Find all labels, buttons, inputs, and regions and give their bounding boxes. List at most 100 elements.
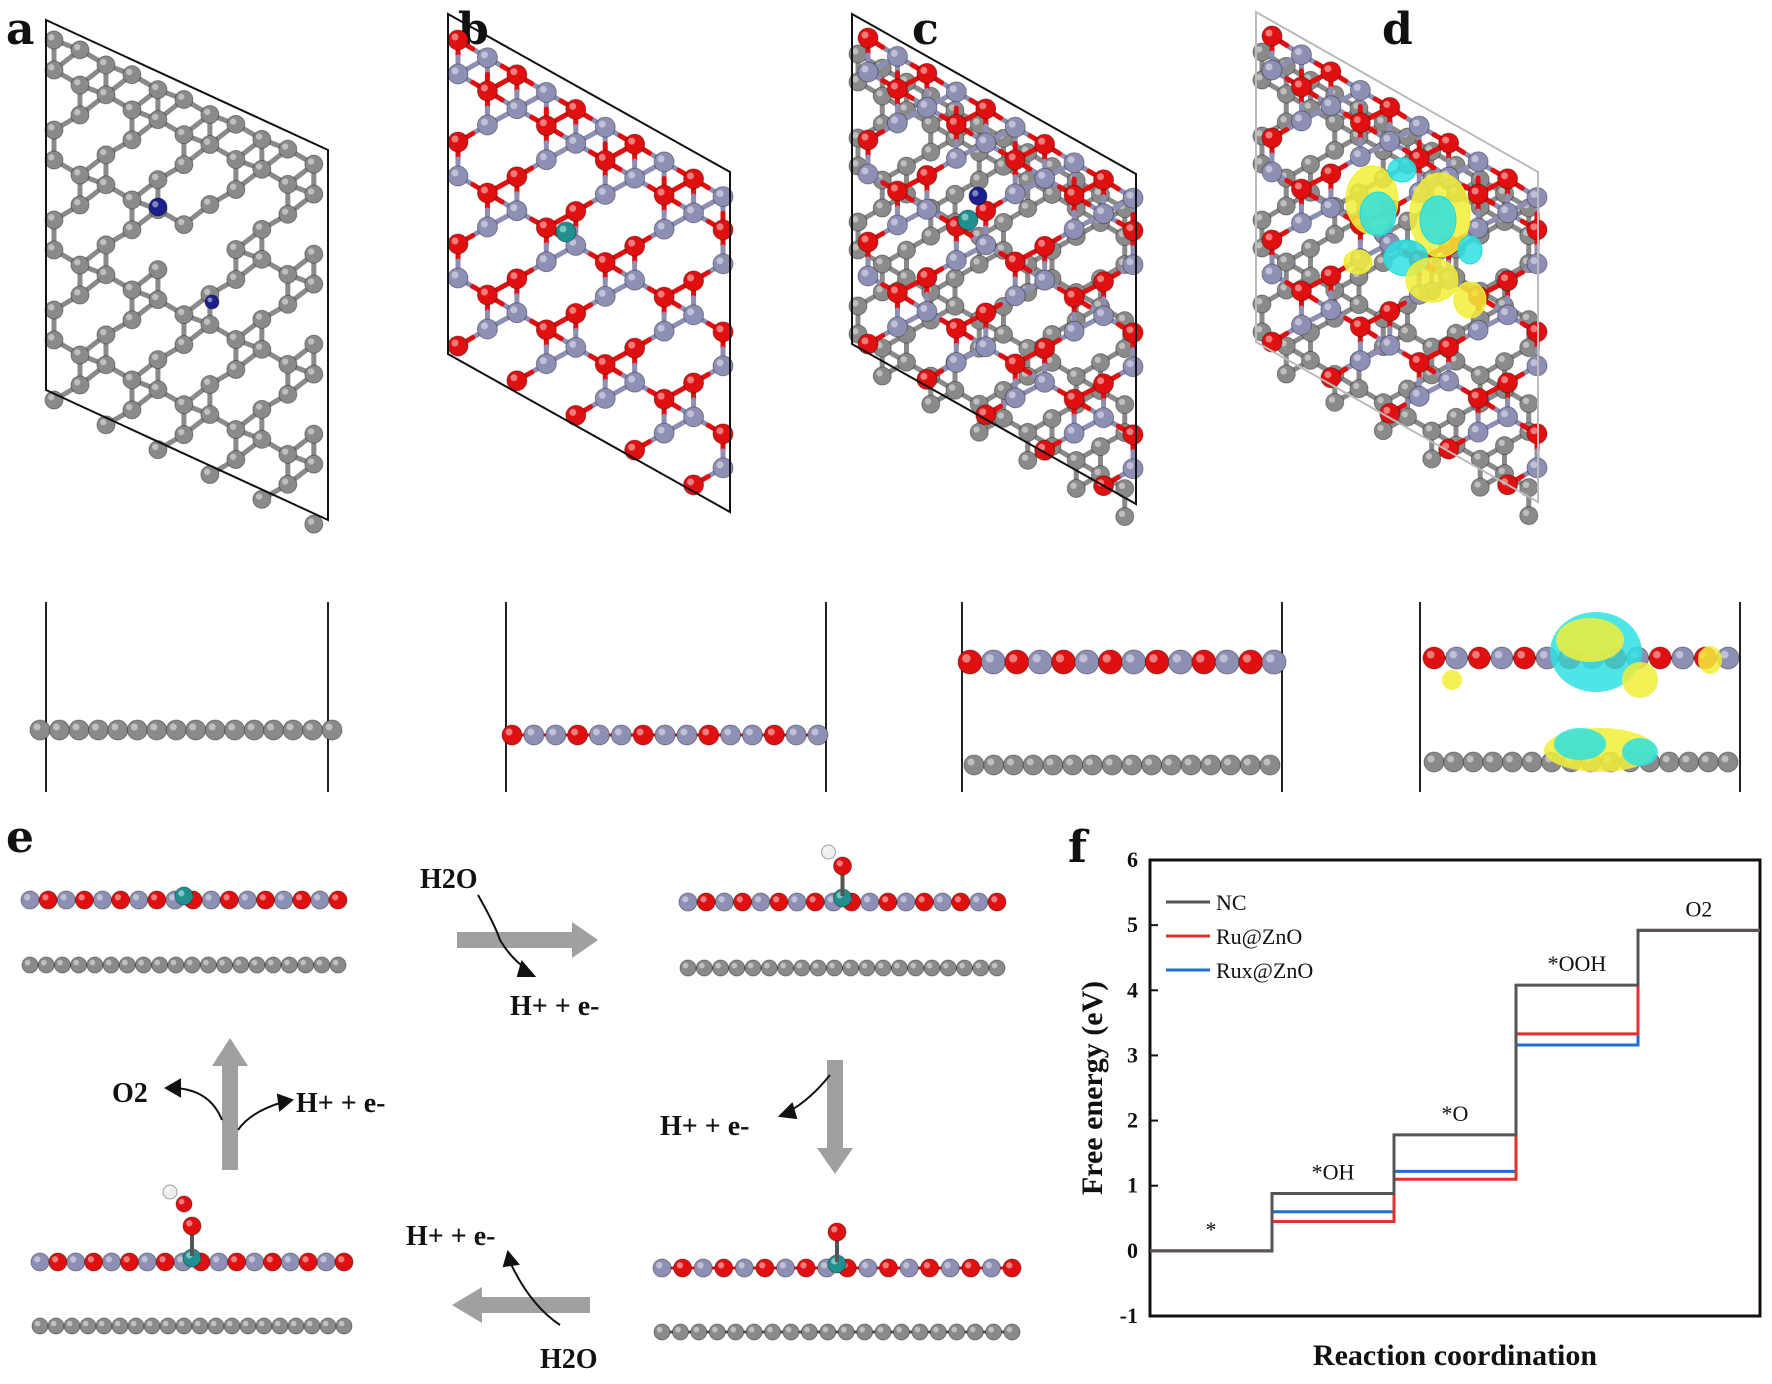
atom <box>1373 421 1393 441</box>
atom-highlight <box>322 1320 329 1327</box>
ruthenium-atom <box>174 886 194 906</box>
atom <box>447 335 469 357</box>
atom-highlight <box>277 894 285 901</box>
cycle-state-bare <box>20 886 348 974</box>
atom <box>200 405 220 425</box>
atom <box>1101 754 1123 776</box>
atom <box>174 425 194 445</box>
atom-highlight <box>949 300 956 307</box>
atom-highlight <box>126 313 133 321</box>
atom-highlight <box>682 896 689 903</box>
atom-highlight <box>48 244 55 251</box>
atom <box>858 959 876 977</box>
atom <box>1066 366 1086 386</box>
adsorbate-oxygen-highlight <box>836 860 843 867</box>
atom-highlight <box>204 138 211 145</box>
atom-highlight <box>861 337 869 345</box>
label-proton-right: H+ + e- <box>660 1111 749 1142</box>
structure-ru-zno-side-view <box>501 602 829 792</box>
atom-highlight <box>997 216 1004 223</box>
atom <box>856 1323 874 1341</box>
atom <box>805 892 825 912</box>
step-label: *OOH <box>1548 951 1607 976</box>
atom-highlight <box>1046 328 1053 335</box>
atom-highlight <box>1412 355 1420 363</box>
atom-highlight <box>991 962 998 969</box>
atom <box>1122 356 1144 378</box>
x-axis-title: Reaction coordination <box>1313 1339 1597 1372</box>
atom-highlight <box>975 962 982 969</box>
atom-highlight <box>852 328 859 335</box>
atom-highlight <box>1353 354 1361 362</box>
atom <box>1063 388 1085 410</box>
label-h2o-bottom: H2O <box>540 1344 598 1375</box>
atom <box>29 719 51 741</box>
atom <box>304 454 324 474</box>
atom-highlight <box>1008 187 1016 195</box>
atom-highlight <box>178 308 185 316</box>
atom-highlight <box>122 959 128 966</box>
atom-highlight <box>1125 758 1133 766</box>
atom <box>1521 751 1543 773</box>
atom <box>174 125 194 145</box>
atom-highlight <box>767 1326 773 1333</box>
atom-highlight <box>1450 355 1457 362</box>
atom <box>653 184 675 206</box>
atom-highlight <box>152 173 159 181</box>
atom-highlight <box>1280 88 1287 95</box>
atom <box>122 65 142 85</box>
atom-highlight <box>745 728 753 736</box>
atom <box>1325 224 1345 244</box>
atom-highlight <box>1425 341 1433 348</box>
atom <box>226 114 246 134</box>
atom-highlight <box>1662 755 1670 763</box>
atom-highlight <box>1522 481 1530 489</box>
atom-highlight <box>281 478 289 485</box>
atom <box>1062 754 1084 776</box>
atom-highlight <box>697 1262 704 1269</box>
atom-highlight <box>1425 453 1433 460</box>
atom <box>292 890 312 910</box>
atom <box>1408 351 1430 373</box>
atom-highlight <box>162 1320 169 1327</box>
atom-highlight <box>1224 758 1232 766</box>
atom <box>232 956 250 974</box>
atom-highlight <box>1324 371 1332 379</box>
atom <box>44 300 64 320</box>
atom <box>96 235 116 255</box>
atom-highlight <box>1474 453 1481 460</box>
atom <box>545 724 567 746</box>
atom <box>227 1252 247 1272</box>
atom <box>280 1252 300 1272</box>
atom <box>896 240 916 260</box>
cycle-arrows <box>212 922 853 1323</box>
atom <box>1671 646 1695 670</box>
curved-arrow-head <box>777 1102 798 1120</box>
atom <box>329 956 347 974</box>
atom <box>122 190 142 210</box>
atom-highlight <box>159 1256 166 1263</box>
atom <box>280 956 298 974</box>
atom <box>1290 76 1312 98</box>
atom-highlight <box>747 962 754 969</box>
atom-highlight <box>687 478 695 486</box>
adsorbate-oxygen-highlight <box>186 1220 193 1227</box>
atom-highlight <box>150 894 158 901</box>
atom-highlight <box>1126 258 1134 266</box>
atom <box>751 892 771 912</box>
atom <box>878 892 898 912</box>
atom <box>506 302 528 324</box>
atom-highlight <box>687 410 695 418</box>
atom-highlight <box>951 1326 958 1333</box>
atom <box>945 317 967 339</box>
atom-highlight <box>628 341 636 349</box>
atom-highlight <box>738 1262 745 1269</box>
atom-highlight <box>74 109 81 116</box>
atom <box>1167 649 1193 675</box>
atom <box>1422 449 1442 469</box>
atom-highlight <box>900 104 907 111</box>
atom <box>1497 406 1519 428</box>
atom <box>84 1252 104 1272</box>
atom <box>945 351 967 373</box>
atom-highlight <box>42 894 49 901</box>
